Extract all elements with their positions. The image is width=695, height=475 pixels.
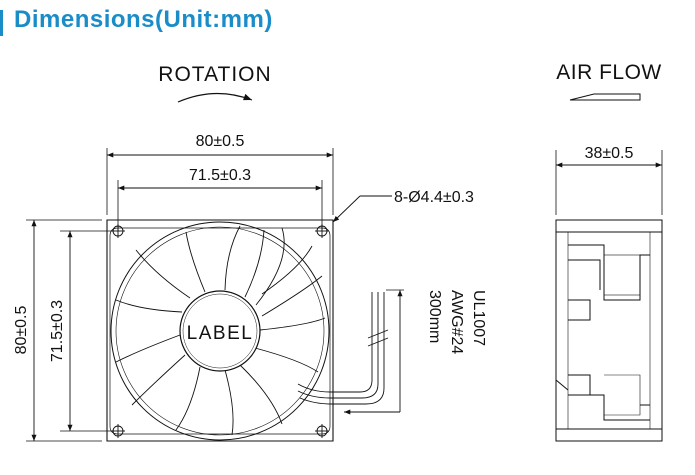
wire-spec-line-3: 300mm bbox=[426, 290, 443, 343]
page-title: Dimensions(Unit:mm) bbox=[14, 6, 273, 33]
lead-wires bbox=[297, 292, 389, 405]
dim-overall-width: 80±0.5 bbox=[107, 133, 333, 158]
dim-hole-spacing-width: 71.5±0.3 bbox=[118, 167, 322, 191]
rotation-label: ROTATION bbox=[158, 63, 271, 86]
airflow-arrow-icon bbox=[569, 93, 641, 101]
depth-value: 38±0.5 bbox=[585, 145, 634, 162]
wire-spec: UL1007 AWG#24 300mm bbox=[426, 290, 487, 354]
extension-lines bbox=[26, 148, 334, 442]
wire-spec-line-1: UL1007 bbox=[470, 290, 487, 346]
dim-overall-height: 80±0.5 bbox=[13, 220, 37, 441]
hole-spacing-width-value: 71.5±0.3 bbox=[189, 167, 251, 184]
side-profile bbox=[555, 219, 663, 442]
mounting-hole-leader: 8-Ø4.4±0.3 bbox=[332, 189, 474, 223]
mounting-hole-value: 8-Ø4.4±0.3 bbox=[394, 189, 474, 206]
hub-label: LABEL bbox=[187, 323, 254, 344]
wire-spec-line-2: AWG#24 bbox=[448, 290, 465, 354]
title-accent-bar bbox=[0, 10, 3, 36]
overall-width-value: 80±0.5 bbox=[196, 133, 245, 150]
dim-depth: 38±0.5 bbox=[555, 145, 663, 215]
overall-height-value: 80±0.5 bbox=[13, 305, 30, 354]
fan-blades bbox=[115, 225, 326, 436]
mounting-hole-icons bbox=[111, 224, 329, 438]
wire-length-dim bbox=[344, 289, 404, 415]
rotation-arrow-icon bbox=[177, 92, 253, 103]
airflow-label: AIR FLOW bbox=[556, 61, 662, 84]
hole-spacing-height-value: 71.5±0.3 bbox=[49, 300, 66, 362]
fan-hub: LABEL bbox=[179, 290, 261, 372]
dim-hole-spacing-height: 71.5±0.3 bbox=[49, 231, 73, 431]
